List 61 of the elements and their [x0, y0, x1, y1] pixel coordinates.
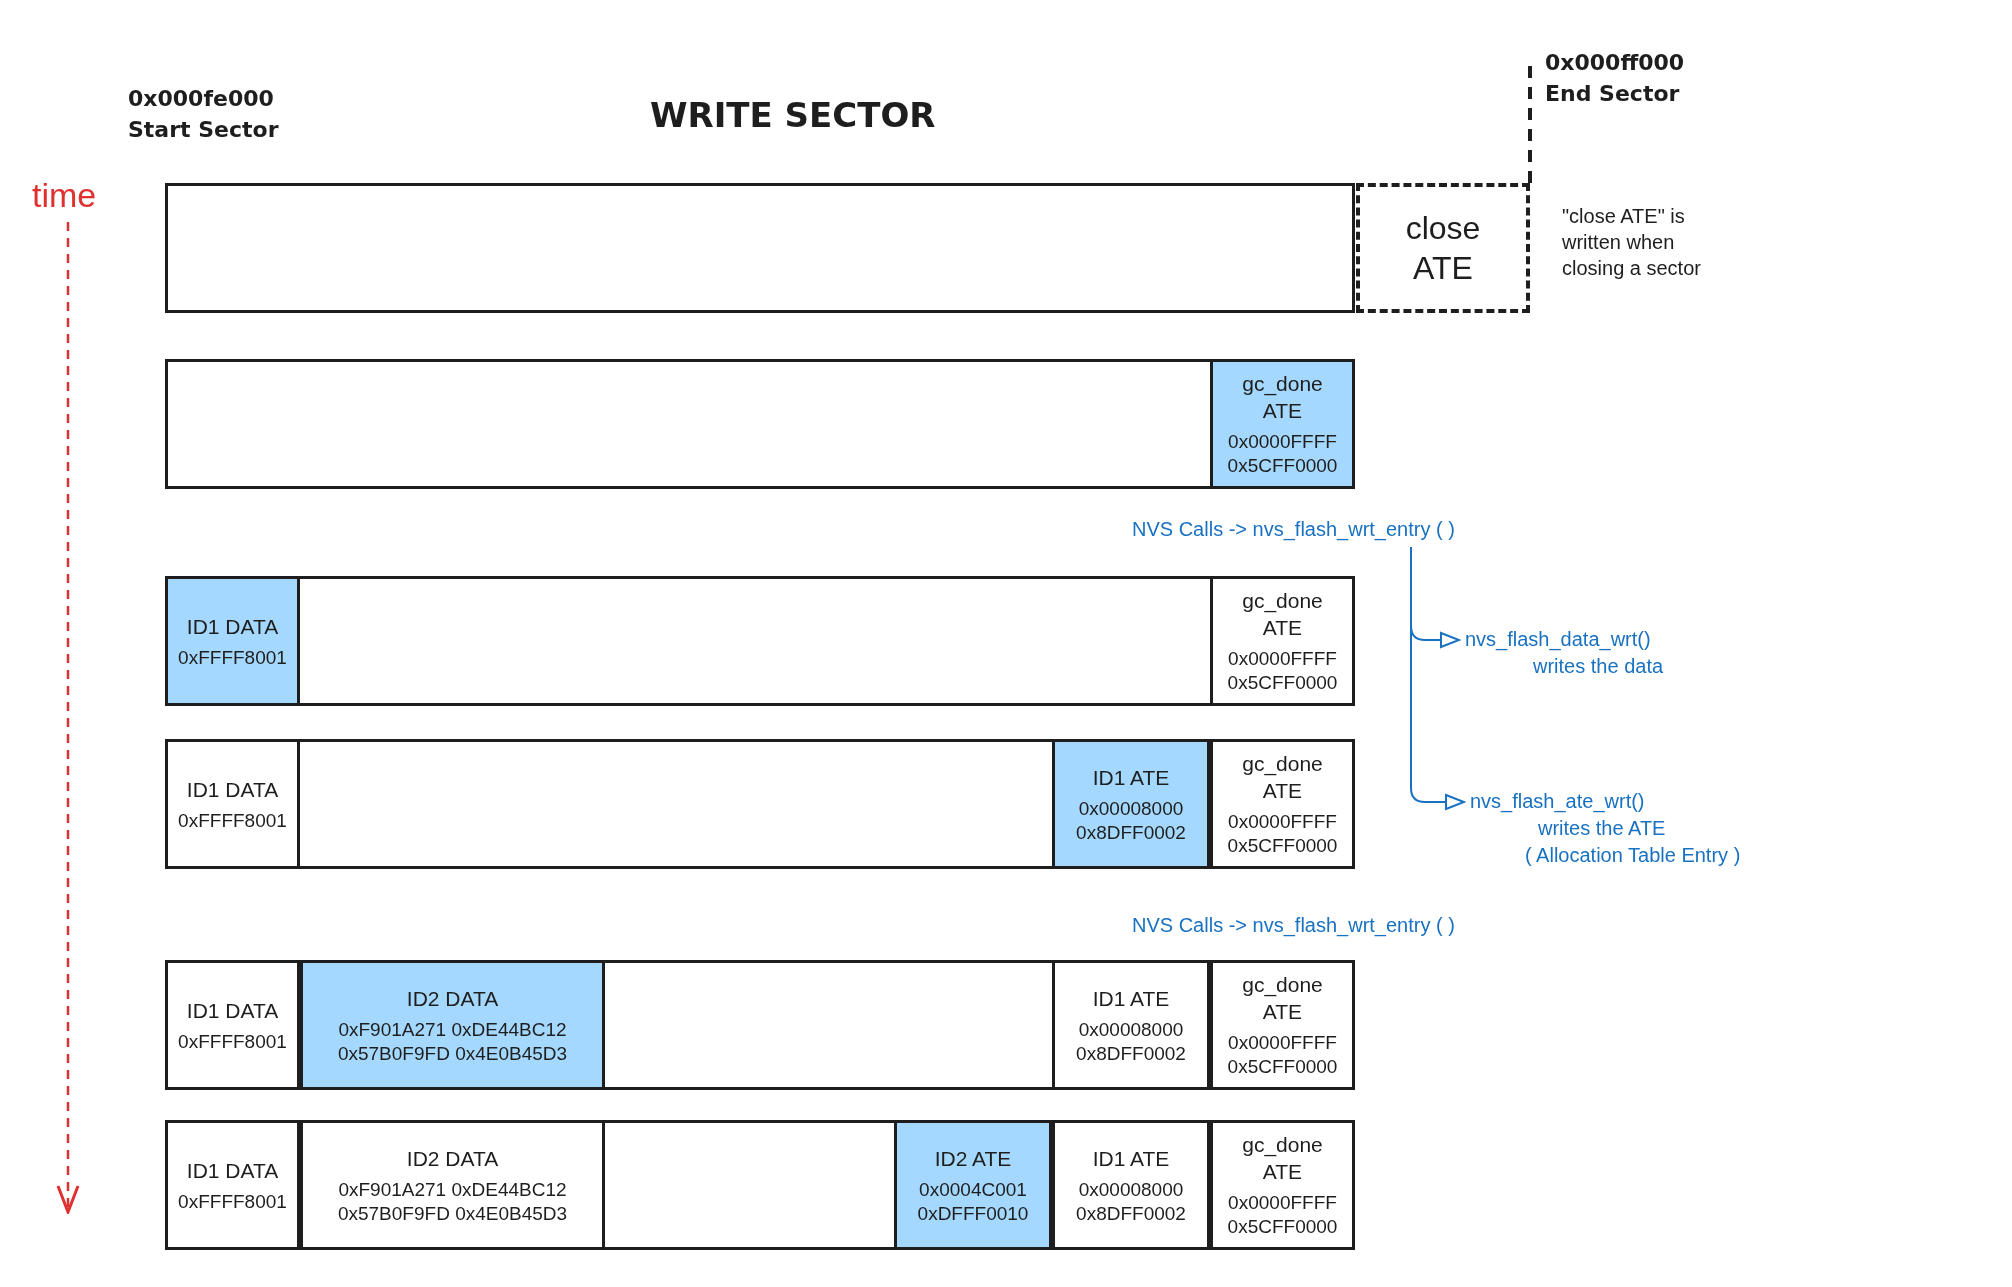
memory-cell — [1052, 960, 1210, 1090]
cell-heading: ID1 ATE — [1092, 764, 1170, 791]
hex-value: 0xFFFF8001 — [178, 1029, 287, 1054]
memory-cell — [300, 960, 605, 1090]
cell-heading: ID1 DATA — [186, 997, 279, 1024]
function-call-text: NVS Calls -> nvs_flash_wrt_entry ( ) — [1132, 913, 1455, 939]
cell-heading: ID1 DATA — [186, 613, 279, 640]
cell-heading: gc_done ATE — [1241, 371, 1324, 424]
hex-value: 0xFFFF8001 — [178, 1189, 287, 1214]
annotation-text: ( Allocation Table Entry ) — [1524, 843, 1741, 868]
cell-heading: gc_done ATE — [1241, 751, 1324, 804]
memory-cell — [300, 1120, 605, 1250]
memory-cell — [1052, 1120, 1210, 1250]
hex-value: 0x0000FFFF 0x5CFF0000 — [1226, 430, 1339, 478]
address-label: Start Sector — [128, 117, 279, 142]
cell-heading: ID2 ATE — [934, 1145, 1012, 1172]
cell-heading: ID2 DATA — [406, 985, 499, 1012]
axis-label: time — [32, 176, 97, 215]
hex-value: 0xFFFF8001 — [178, 645, 287, 670]
memory-cell — [1052, 739, 1210, 869]
function-call-text: NVS Calls -> nvs_flash_wrt_entry ( ) — [1132, 517, 1455, 543]
memory-cell — [165, 576, 300, 706]
address-label: 0x000ff000 — [1545, 50, 1685, 75]
sector-bar — [165, 739, 1355, 869]
cell-heading: ID2 DATA — [406, 1145, 499, 1172]
cell-label: close ATE — [1404, 209, 1482, 288]
hex-value: 0x0000FFFF 0x5CFF0000 — [1226, 1191, 1339, 1239]
cell-heading: gc_done ATE — [1241, 1132, 1324, 1185]
dashed-cell — [1356, 183, 1530, 313]
sector-bar — [165, 183, 1355, 313]
annotation-text: writes the data — [1532, 654, 1664, 679]
note-text: "close ATE" is written when closing a sector — [1562, 204, 1702, 281]
cell-heading: ID1 DATA — [186, 776, 279, 803]
cell-heading: gc_done ATE — [1241, 972, 1324, 1025]
hex-value: 0x0000FFFF 0x5CFF0000 — [1226, 647, 1339, 695]
cell-heading: ID1 ATE — [1092, 985, 1170, 1012]
annotation-text: writes the ATE — [1537, 816, 1667, 841]
memory-cell — [1210, 359, 1355, 489]
sector-bar — [165, 1120, 1355, 1250]
sector-bar — [165, 960, 1355, 1090]
address-label: 0x000fe000 — [128, 86, 274, 111]
sector-bar — [165, 576, 1355, 706]
hex-value: 0x0000FFFF 0x5CFF0000 — [1226, 810, 1339, 858]
function-call-text: nvs_flash_ate_wrt() — [1470, 789, 1646, 815]
address-label: End Sector — [1545, 81, 1680, 106]
hex-value: 0x00008000 0x8DFF0002 — [1075, 1177, 1187, 1226]
hex-value: 0xF901A271 0xDE44BC12 0x57B0F9FD 0x4E0B45D3 — [336, 1017, 569, 1066]
hex-value: 0x0004C001 0xDFFF0010 — [916, 1177, 1030, 1226]
cell-heading: gc_done ATE — [1241, 588, 1324, 641]
hex-value: 0xF901A271 0xDE44BC12 0x57B0F9FD 0x4E0B45D3 — [336, 1177, 569, 1226]
memory-cell — [894, 1120, 1052, 1250]
cell-heading: ID1 ATE — [1092, 1145, 1170, 1172]
function-call-text: nvs_flash_data_wrt() — [1465, 627, 1652, 653]
cell-heading: ID1 DATA — [186, 1157, 279, 1184]
hex-value: 0xFFFF8001 — [178, 808, 287, 833]
title: WRITE SECTOR — [650, 95, 936, 135]
hex-value: 0x00008000 0x8DFF0002 — [1075, 796, 1187, 845]
arrow — [1410, 546, 1465, 810]
hex-value: 0x00008000 0x8DFF0002 — [1075, 1017, 1187, 1066]
hex-value: 0x0000FFFF 0x5CFF0000 — [1226, 1031, 1339, 1079]
sector-bar — [165, 359, 1355, 489]
